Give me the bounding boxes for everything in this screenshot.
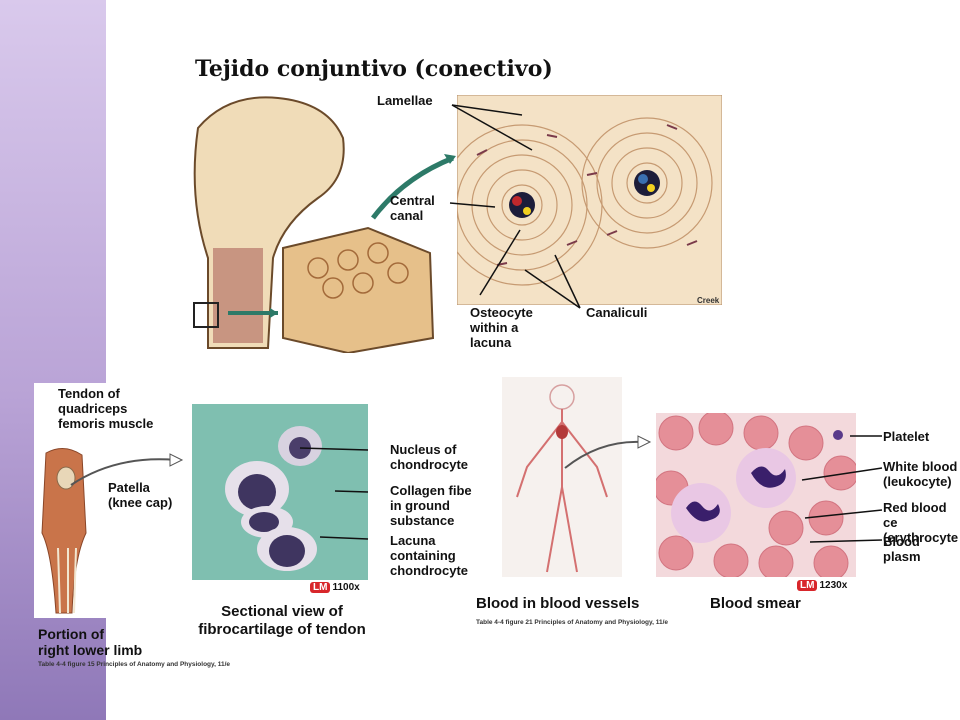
leg-to-micrograph-arrow bbox=[70, 453, 184, 486]
label-collagen: Collagen fibe in ground substance bbox=[390, 483, 472, 528]
label-nucleus: Nucleus of chondrocyte bbox=[390, 442, 469, 472]
label-central-canal: Central canal bbox=[390, 193, 435, 223]
cartilage-caption: Sectional view of fibrocartilage of tend… bbox=[198, 603, 366, 638]
caption-blood-vessels: Blood in blood vessels bbox=[476, 595, 640, 612]
cartilage-source: Table 4-4 figure 15 Principles of Anatom… bbox=[38, 661, 231, 668]
cartilage-leader-lines bbox=[299, 447, 369, 540]
label-tendon: Tendon of quadriceps femoris muscle bbox=[58, 386, 154, 431]
label-patella: Patella (knee cap) bbox=[108, 480, 173, 510]
blood-smear-micrograph bbox=[656, 413, 856, 577]
femur-illustration bbox=[193, 96, 456, 353]
leg-illustration bbox=[34, 383, 106, 618]
label-lamellae: Lamellae bbox=[377, 93, 433, 108]
circulatory-body-illustration bbox=[502, 377, 622, 577]
bone-leader-lines bbox=[449, 104, 581, 309]
label-white-blood-cell: White blood (leukocyte) bbox=[883, 459, 958, 489]
caption-blood-smear: Blood smear bbox=[710, 595, 801, 612]
label-canaliculi: Canaliculi bbox=[586, 305, 648, 320]
label-platelet: Platelet bbox=[883, 429, 930, 444]
slide-title: Tejido conjuntivo (conectivo) bbox=[195, 56, 553, 82]
blood-source: Table 4-4 figure 21 Principles of Anatom… bbox=[476, 619, 669, 626]
label-red-blood-cell: Red blood ce (erythrocyte bbox=[883, 500, 959, 545]
bone-credit: Creek bbox=[697, 296, 720, 305]
label-lacuna: Lacuna containing chondrocyte bbox=[390, 533, 469, 578]
vessels-to-smear-arrow bbox=[564, 435, 652, 469]
label-blood-plasma: Blood plasm bbox=[883, 534, 921, 564]
label-limb: Portion of right lower limb bbox=[38, 626, 143, 659]
fibrocartilage-micrograph bbox=[192, 404, 368, 580]
blood-leader-lines bbox=[801, 435, 883, 543]
osteon-illustration bbox=[457, 95, 722, 305]
label-osteocyte: Osteocyte within a lacuna bbox=[470, 305, 533, 350]
